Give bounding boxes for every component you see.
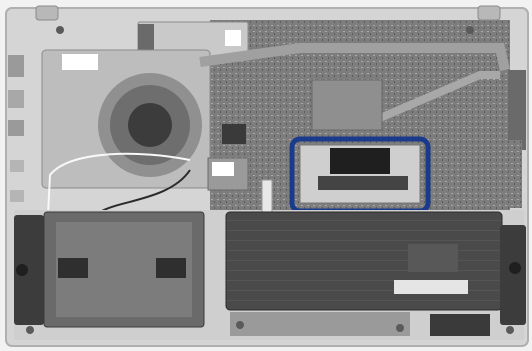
antenna-wire-dark	[99, 169, 191, 213]
left-ports	[8, 55, 24, 202]
right-hinge	[477, 5, 501, 21]
antenna-wire	[47, 152, 191, 216]
left-speaker-port	[16, 264, 28, 276]
touchpad-cable-area	[230, 312, 410, 336]
cpu-heatsink	[311, 79, 383, 131]
right-vent	[508, 70, 526, 150]
board-right	[432, 140, 522, 208]
heat-pipe	[199, 43, 510, 72]
fan-label	[62, 54, 98, 70]
battery-barcode	[394, 280, 468, 294]
left-hinge	[35, 5, 59, 21]
battery	[225, 211, 503, 311]
drive-mount-right	[156, 258, 186, 278]
drive-mount-left	[58, 258, 88, 278]
fan-hub	[128, 103, 172, 147]
screws	[26, 26, 514, 334]
ram-chip	[330, 148, 390, 174]
right-speaker-port	[509, 262, 521, 274]
heat-pipe-branch	[378, 71, 500, 122]
ram-contacts	[318, 176, 408, 190]
battery-label-area	[408, 244, 458, 272]
ssd-connector	[138, 24, 154, 56]
bottom-connector	[430, 314, 490, 336]
chip	[222, 124, 246, 144]
right-speaker	[500, 225, 526, 325]
ssd-qr-sticker	[225, 30, 241, 46]
left-speaker	[14, 215, 44, 325]
wifi-label	[212, 162, 234, 176]
